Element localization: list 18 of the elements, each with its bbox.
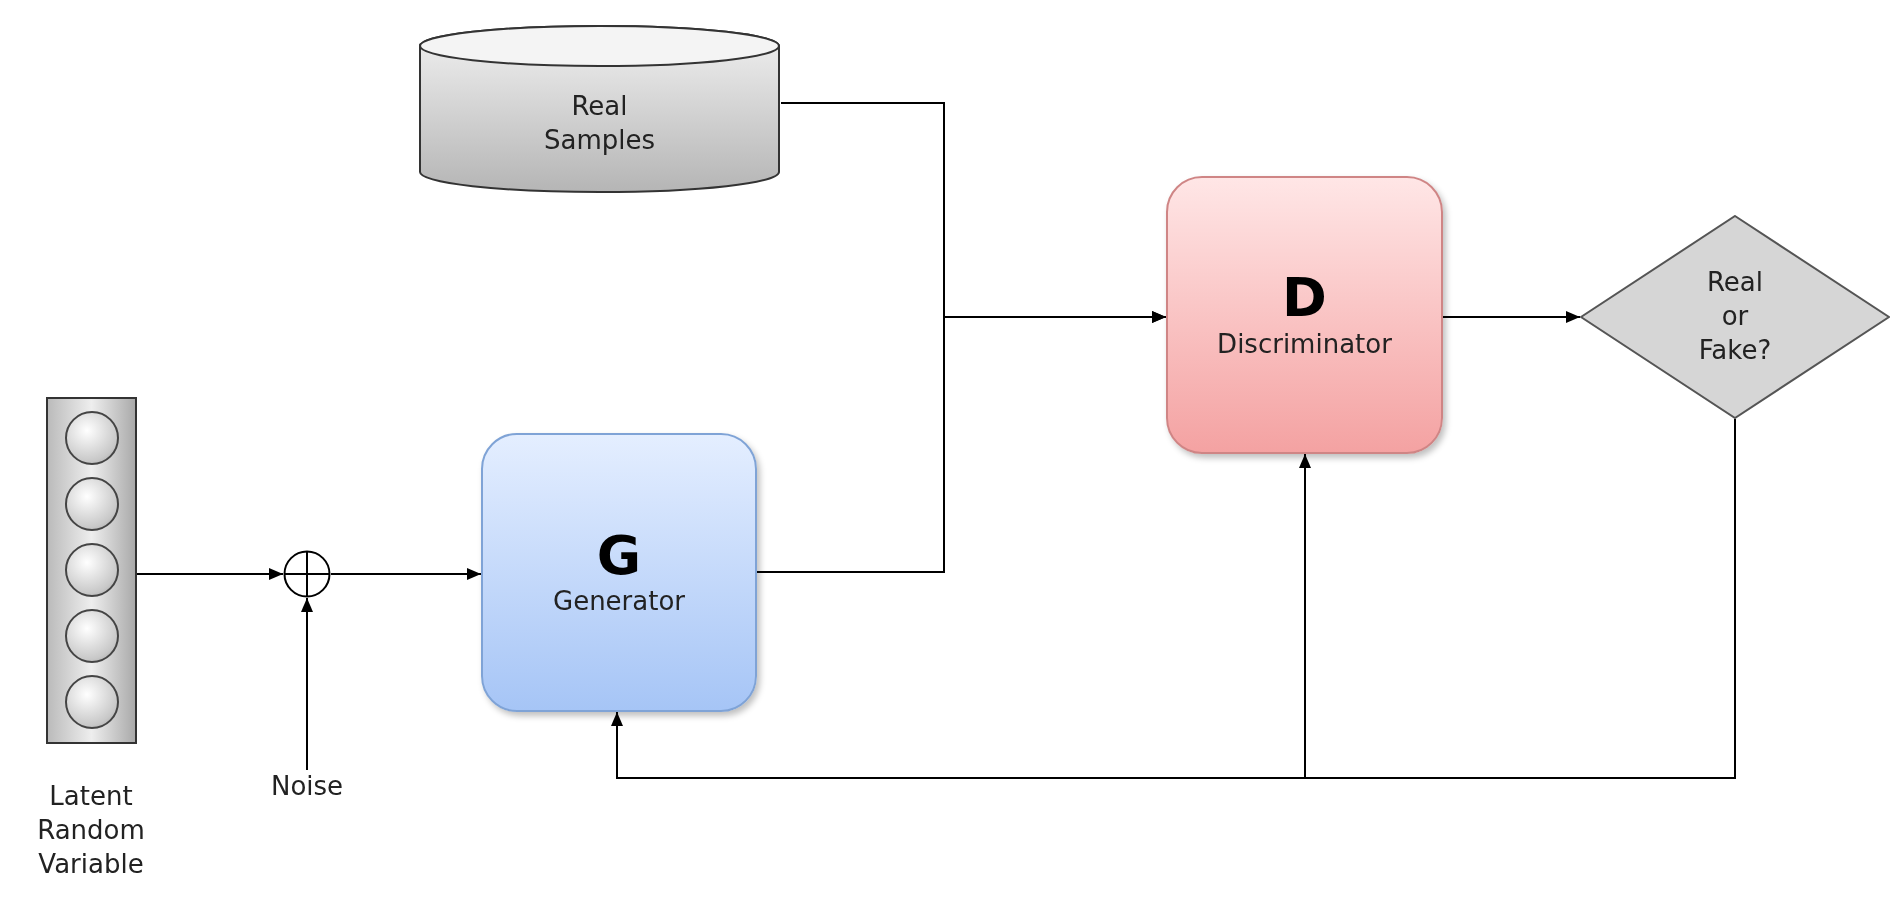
process-box (481, 433, 757, 712)
node-title: D (1282, 268, 1327, 328)
adder-circle (283, 550, 331, 598)
node-label: Generator (553, 585, 685, 619)
arrow (756, 311, 1167, 573)
node-label: Discriminator (1217, 327, 1392, 361)
decision-diamond (1580, 215, 1890, 419)
node-label: Real or Fake? (1697, 266, 1773, 367)
process-box (1166, 176, 1443, 454)
arrow (1442, 311, 1581, 323)
node-title: G (596, 525, 642, 586)
database-cylinder (418, 24, 781, 194)
node-label: Latent Random Variable (36, 780, 146, 881)
arrow (136, 568, 284, 580)
node-label: Real Samples (542, 90, 656, 157)
arrow (301, 597, 313, 771)
arrow (330, 568, 482, 580)
node-label: Noise (269, 770, 345, 803)
